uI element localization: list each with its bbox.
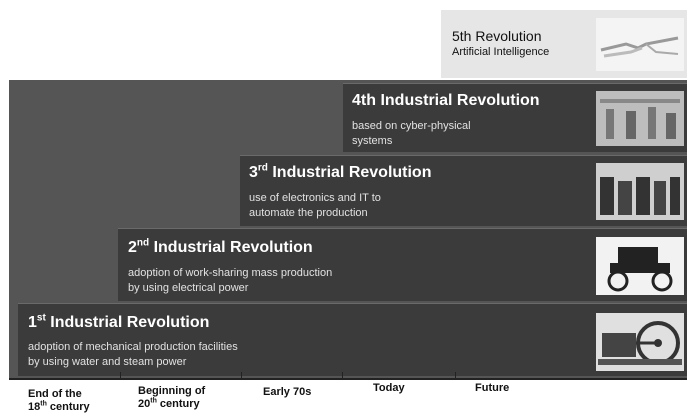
timeline-tick	[342, 372, 343, 380]
timeline-axis	[9, 378, 687, 380]
timeline-label-5: Future	[475, 382, 510, 394]
model-t-car-icon	[596, 237, 684, 295]
revolution-step-4: 4th Industrial Revolution based on cyber…	[343, 83, 687, 152]
mainframe-computers-icon	[596, 163, 684, 220]
revolution-title: 3rd Industrial Revolution	[249, 162, 432, 181]
timeline-tick	[455, 372, 456, 380]
timeline-label-4: Today	[373, 382, 405, 394]
revolution-step-2: 2nd Industrial Revolution adoption of wo…	[118, 228, 687, 301]
rev5-title: 5th Revolution	[452, 28, 542, 44]
automated-factory-icon	[596, 91, 684, 146]
rev5-panel: 5th Revolution Artificial Intelligence	[441, 10, 687, 78]
revolution-step-1: 1st Industrial Revolution adoption of me…	[18, 303, 687, 376]
timeline-tick	[120, 372, 121, 380]
revolution-step-3: 3rd Industrial Revolution use of electro…	[240, 155, 687, 226]
timeline-label-3: Early 70s	[263, 386, 312, 398]
steam-engine-icon	[596, 313, 684, 371]
rev5-subtitle: Artificial Intelligence	[452, 46, 550, 58]
revolution-title: 4th Industrial Revolution	[352, 92, 540, 109]
revolution-desc: adoption of work-sharing mass production…	[128, 267, 333, 294]
revolution-title: 2nd Industrial Revolution	[128, 237, 313, 256]
timeline-tick	[241, 372, 242, 380]
human-robot-handshake-icon	[596, 18, 684, 71]
revolution-desc: adoption of mechanical production facili…	[28, 341, 238, 368]
revolution-title: 1st Industrial Revolution	[28, 312, 210, 331]
